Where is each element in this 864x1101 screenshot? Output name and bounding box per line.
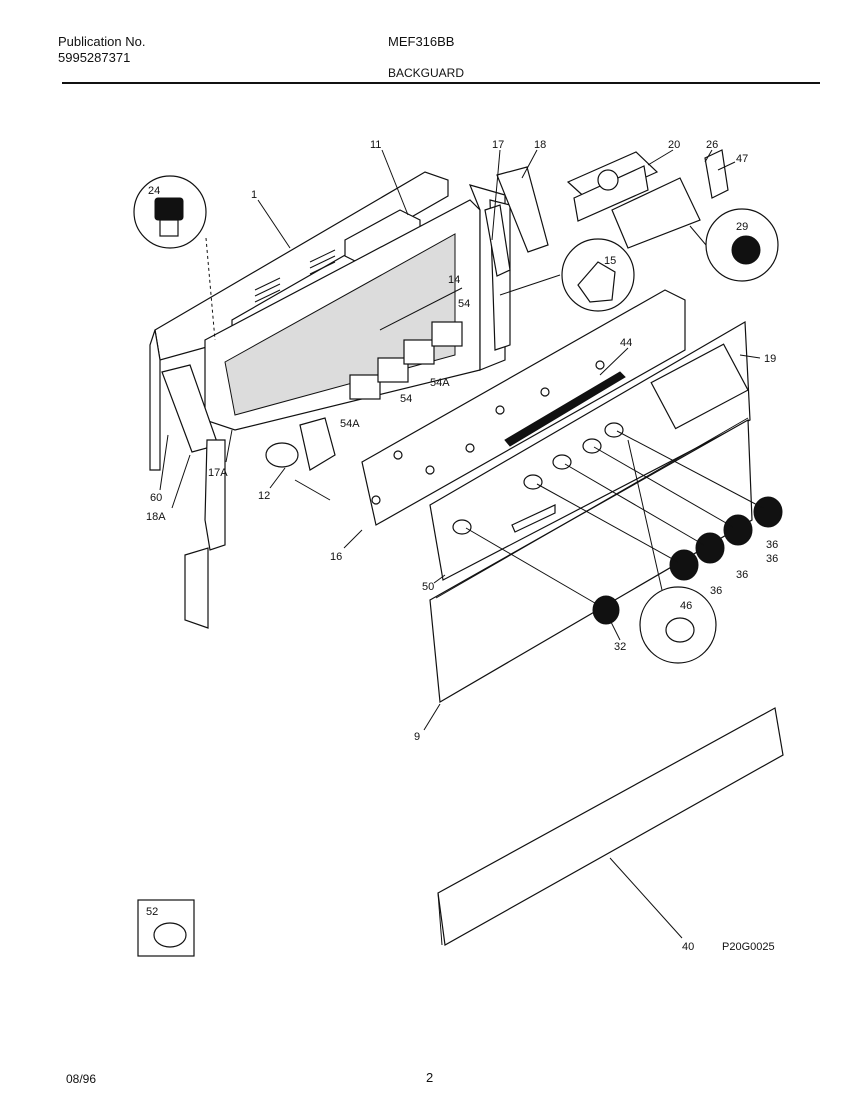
trim-strip — [437, 707, 784, 946]
end-caps — [161, 166, 549, 629]
thermostat — [265, 417, 336, 501]
callout-label: 18A — [146, 511, 166, 523]
callout-labels: 1 11 17 18 20 26 47 24 15 29 14 54 54 54… — [146, 139, 778, 953]
callout-label: 60 — [150, 492, 162, 504]
model-number: MEF316BB — [388, 34, 455, 49]
callout-label: 29 — [736, 221, 748, 233]
callout-label: 36 — [710, 585, 722, 597]
trim-and-facia — [429, 320, 751, 581]
callout-label: 11 — [370, 139, 381, 151]
callout-label: 54 — [400, 393, 412, 405]
callout-label: 20 — [668, 139, 680, 151]
callout-label: 19 — [764, 353, 776, 365]
infinite-switches — [349, 321, 463, 400]
timer-assembly — [566, 149, 729, 249]
section-title: BACKGUARD — [388, 66, 465, 80]
callout-label: 16 — [330, 551, 342, 563]
callout-label: 54A — [430, 377, 450, 389]
callout-label: 40 — [682, 941, 694, 953]
publication-number: 5995287371 — [58, 50, 131, 65]
header-rule — [62, 82, 820, 84]
callout-label: 36 — [766, 553, 778, 565]
knobs — [465, 430, 783, 625]
drawing-code: P20G0025 — [722, 941, 775, 953]
publication-label: Publication No. — [58, 34, 146, 49]
callout-label: 54 — [458, 298, 470, 310]
callout-label: 52 — [146, 906, 158, 918]
callout-label: 32 — [614, 641, 626, 653]
page-number: 2 — [426, 1070, 434, 1085]
callout-label: 9 — [414, 731, 420, 743]
callout-label: 44 — [620, 337, 632, 349]
knob-detail-circle — [627, 439, 717, 664]
callout-label: 18 — [534, 139, 546, 151]
callout-label: 46 — [680, 600, 692, 612]
control-panel — [361, 289, 686, 526]
callout-label: 17A — [208, 467, 228, 479]
callout-label: 15 — [604, 255, 616, 267]
callout-label: 50 — [422, 581, 434, 593]
callout-label: 14 — [448, 274, 460, 286]
callout-label: 26 — [706, 139, 718, 151]
rear-panel — [149, 171, 449, 471]
callout-label: 36 — [766, 539, 778, 551]
footer-date: 08/96 — [66, 1072, 97, 1086]
callout-label: 36 — [736, 569, 748, 581]
detail-callout-circles — [133, 175, 779, 341]
leader-lines — [159, 149, 761, 731]
lower-panel — [429, 417, 753, 703]
callout-label: 17 — [492, 139, 504, 151]
part-52-box — [137, 899, 195, 957]
callout-label: 47 — [736, 153, 748, 165]
callout-label: 54A — [340, 418, 360, 430]
callout-label: 12 — [258, 490, 270, 502]
callout-label: 1 — [251, 189, 257, 201]
callout-label: 24 — [148, 185, 160, 197]
